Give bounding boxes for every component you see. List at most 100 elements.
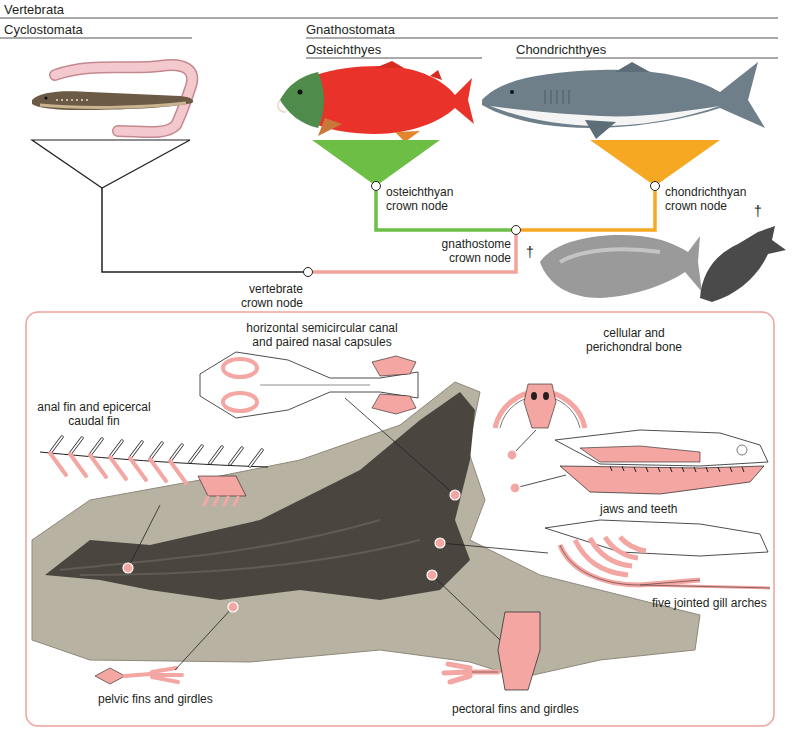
pectoral-girdle-drawing <box>472 672 498 673</box>
braincase-drawing <box>260 385 370 386</box>
cyclostome-branch <box>102 188 303 272</box>
character-panel <box>26 312 774 726</box>
clade-bracket-line <box>0 38 192 39</box>
caudal-fin-drawing <box>204 497 238 505</box>
shark-drawing <box>585 120 616 139</box>
clade-bracket-line <box>306 38 778 39</box>
pectoral-girdle-drawing <box>444 612 540 690</box>
shark-drawing <box>545 90 569 104</box>
braincase-drawing <box>200 352 418 418</box>
gill-arches-drawing <box>560 545 770 588</box>
braincase-drawing <box>223 359 257 377</box>
salmon-drawing <box>280 72 324 128</box>
crown-node: osteichthyan crown node <box>371 181 381 191</box>
tree-branch <box>313 235 516 272</box>
clade-bracket-line <box>306 58 482 59</box>
clade-name: Vertebrata <box>4 2 64 18</box>
fossil-fish-drawing <box>540 235 702 298</box>
pectoral-girdle-drawing <box>498 612 540 690</box>
jaws-drawing <box>555 430 768 494</box>
character-label: anal fin and epicercal caudal fin <box>36 400 152 429</box>
braincase-drawing <box>200 352 418 418</box>
clade-triangle <box>32 140 190 188</box>
gill-arches-drawing <box>575 540 628 575</box>
fossil-slab <box>60 520 420 575</box>
leader-line <box>128 398 566 670</box>
lamprey-drawing <box>32 91 193 110</box>
lamprey-drawing <box>32 91 193 110</box>
clade-bracket-line <box>0 18 778 19</box>
crown-node: vertebrate crown node <box>303 267 313 277</box>
character-dot <box>450 490 460 500</box>
clade-triangle <box>590 140 720 186</box>
gill-arches-drawing <box>620 537 646 551</box>
node-label: chondrichthyan crown node <box>665 185 753 214</box>
fossil-fish-drawing <box>700 226 786 302</box>
character-label: pectoral fins and girdles <box>452 702 579 716</box>
extinct-mark: † <box>754 203 762 220</box>
salmon-drawing <box>278 61 474 142</box>
bone-section-drawing <box>524 384 556 428</box>
caudal-fin-drawing <box>50 437 262 466</box>
crown-node: chondrichthyan crown node <box>650 181 660 191</box>
jaws-drawing <box>737 445 747 455</box>
shark-drawing <box>482 62 765 139</box>
character-dot <box>123 450 520 612</box>
caudal-fin-drawing <box>50 453 186 483</box>
clade-name: Cyclostomata <box>4 22 83 38</box>
character-dot <box>510 483 520 493</box>
clade-triangle <box>312 140 440 186</box>
character-label: cellular and perichondral bone <box>578 326 690 355</box>
character-dot <box>435 538 445 548</box>
character-label: horizontal semicircular canal and paired… <box>237 321 407 350</box>
clade-name: Osteichthyes <box>306 42 381 58</box>
tree-branch <box>521 191 655 230</box>
character-dot <box>228 602 238 612</box>
lamprey-drawing <box>40 103 186 107</box>
shark-drawing <box>482 62 765 128</box>
jaws-drawing <box>555 430 768 466</box>
clade-bracket-line <box>0 18 778 58</box>
salmon-drawing <box>318 118 342 136</box>
shark-drawing <box>615 62 650 72</box>
gill-arches-drawing <box>545 520 770 588</box>
crown-node: gnathostome crown node <box>511 225 521 235</box>
clade-bracket-line <box>516 58 778 59</box>
character-dot <box>507 450 517 460</box>
fossil-fish-drawing <box>540 226 786 302</box>
character-label: pelvic fins and girdles <box>98 692 213 706</box>
pectoral-girdle-drawing <box>444 664 498 682</box>
braincase-drawing <box>372 394 416 414</box>
character-panel <box>26 312 774 726</box>
jaws-drawing <box>610 466 744 472</box>
clade-name: Gnathostomata <box>306 22 395 38</box>
clade-name: Chondrichthyes <box>516 42 606 58</box>
jaws-drawing <box>580 446 700 462</box>
character-dot <box>123 563 133 573</box>
braincase-drawing <box>372 356 416 376</box>
pelvic-girdle-drawing <box>95 668 182 684</box>
bone-section-drawing <box>543 392 549 400</box>
node-label: gnathostome crown node <box>433 237 511 266</box>
bone-section-drawing <box>495 384 585 428</box>
caudal-fin-drawing <box>50 437 262 466</box>
lamprey-drawing <box>44 96 47 99</box>
salmon-drawing <box>430 70 442 80</box>
salmon-drawing <box>298 90 303 95</box>
shark-drawing <box>510 90 514 94</box>
fossil-fish-drawing <box>560 249 660 262</box>
caudal-fin-drawing <box>198 476 246 496</box>
character-label: jaws and teeth <box>600 502 677 516</box>
character-label: five jointed gill arches <box>652 596 767 610</box>
cyclostome-branch <box>102 188 303 272</box>
lamprey-drawing <box>56 99 88 101</box>
pelvic-girdle-drawing <box>95 668 125 684</box>
node-label: osteichthyan crown node <box>386 185 464 214</box>
braincase-drawing <box>223 393 257 411</box>
leader-line <box>128 398 566 670</box>
bone-section-drawing <box>531 392 537 400</box>
salmon-drawing <box>280 66 474 134</box>
